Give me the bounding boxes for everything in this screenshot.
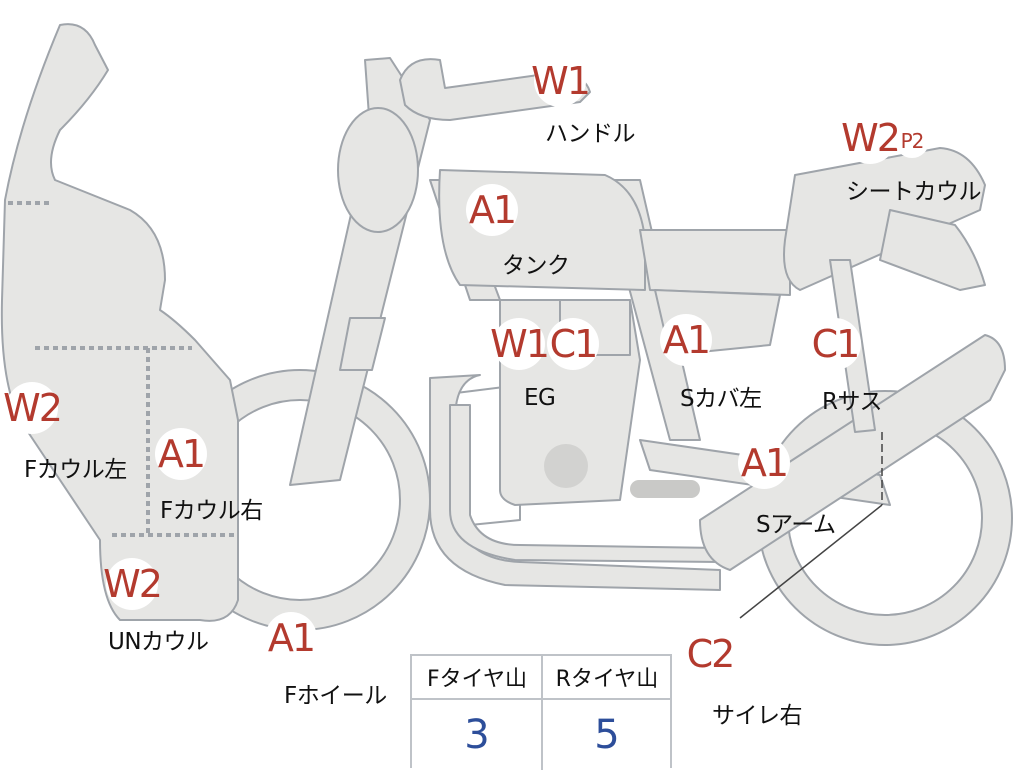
grade-badge-engine: W1 [490, 318, 550, 370]
grade-badge-front-cowl-right: A1 [155, 428, 207, 480]
grade-badge-side-cover-left: A1 [660, 314, 712, 366]
grade-badge-silencer-right: C2 [684, 628, 736, 680]
rear-tire-header: Rタイヤ山 [542, 656, 672, 700]
part-label-seat-cowl: シートカウル [846, 179, 982, 205]
part-label-handle: ハンドル [545, 121, 636, 147]
grade-badge-front-wheel: A1 [265, 612, 317, 664]
grade-badge-swing-arm: A1 [738, 437, 790, 489]
part-label-rear-suspension: Rサス [822, 389, 883, 415]
table-divider [541, 656, 543, 770]
grade-badge-front-cowl-left: W2 [3, 382, 63, 434]
grade-badge-rear-suspension: C1 [809, 318, 861, 370]
part-label-under-cowl: UNカウル [108, 629, 209, 655]
rear-tire-value: 5 [594, 712, 620, 758]
grade-badge-engine-secondary: C1 [547, 318, 599, 370]
grade-badge-seat-cowl-secondary: P2 [895, 124, 929, 158]
grade-badge-seat-cowl: W2 [841, 112, 901, 164]
grade-badge-handle: W1 [531, 55, 591, 107]
part-label-swing-arm: Sアーム [756, 512, 836, 538]
part-label-front-cowl-right: Fカウル右 [160, 498, 263, 524]
grade-badge-tank: A1 [466, 184, 518, 236]
part-label-front-wheel: Fホイール [284, 683, 387, 709]
part-label-front-cowl-left: Fカウル左 [24, 457, 127, 483]
part-label-engine: EG [524, 385, 556, 411]
part-label-tank: タンク [502, 253, 570, 279]
front-tire-value: 3 [464, 712, 490, 758]
grade-badge-under-cowl: W2 [103, 558, 163, 610]
part-label-side-cover-left: Sカバ左 [680, 386, 762, 412]
tire-tread-table: Fタイヤ山 Rタイヤ山 3 5 [410, 654, 672, 770]
front-tire-header: Fタイヤ山 [412, 656, 542, 700]
part-label-silencer-right: サイレ右 [712, 703, 803, 729]
